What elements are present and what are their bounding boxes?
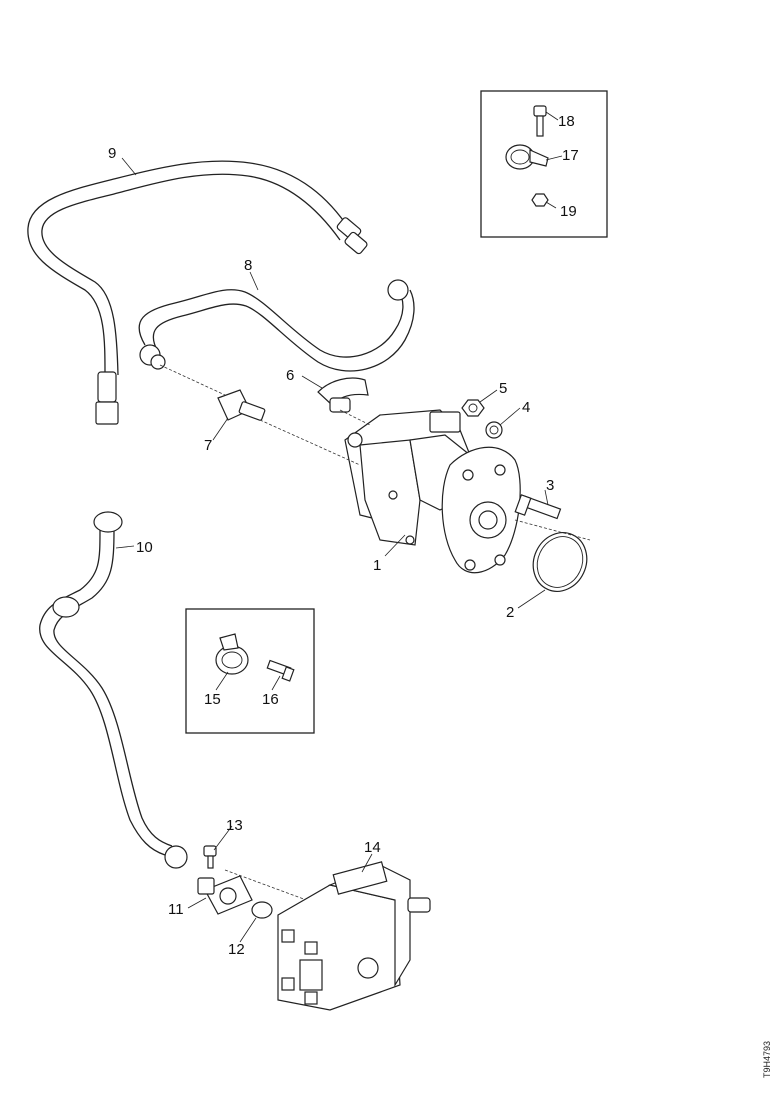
bolt-3 bbox=[514, 494, 562, 520]
callout-3: 3 bbox=[546, 477, 554, 494]
leader-13 bbox=[213, 825, 233, 851]
assembly-line bbox=[259, 419, 361, 466]
callout-1: 1 bbox=[373, 557, 381, 574]
leader-19 bbox=[545, 201, 557, 209]
callout-11: 11 bbox=[168, 901, 184, 918]
pump-body bbox=[344, 409, 521, 574]
hose-8 bbox=[138, 279, 415, 372]
fitting-4 bbox=[485, 421, 503, 439]
flange-11 bbox=[197, 875, 253, 915]
leader-8 bbox=[249, 271, 259, 291]
drawing-reference-code: T9H4793 bbox=[762, 1041, 772, 1078]
callout-16: 16 bbox=[262, 691, 279, 708]
leader-11 bbox=[187, 897, 207, 909]
leader-1 bbox=[384, 534, 406, 557]
leader-2 bbox=[517, 589, 546, 609]
hose-10 bbox=[39, 511, 188, 869]
callout-13: 13 bbox=[226, 817, 243, 834]
leader-18 bbox=[545, 111, 559, 121]
clamp-15 bbox=[215, 633, 249, 675]
inset-clamp-detail-lower bbox=[185, 608, 315, 734]
leader-9 bbox=[121, 157, 137, 176]
leader-14 bbox=[361, 853, 373, 873]
leader-7 bbox=[212, 417, 229, 441]
bolt-13 bbox=[203, 845, 217, 869]
pump-14 bbox=[277, 861, 431, 1011]
callout-4: 4 bbox=[522, 399, 530, 416]
clamp-17 bbox=[505, 144, 549, 170]
callout-10: 10 bbox=[136, 539, 153, 556]
callout-5: 5 bbox=[499, 380, 507, 397]
o-ring-2 bbox=[532, 532, 588, 592]
gasket-12 bbox=[251, 901, 273, 919]
callout-8: 8 bbox=[244, 257, 252, 274]
leader-16 bbox=[271, 675, 281, 691]
callout-15: 15 bbox=[204, 691, 221, 708]
callout-6: 6 bbox=[286, 367, 294, 384]
fitting-7 bbox=[217, 389, 266, 421]
leader-15 bbox=[215, 671, 229, 691]
callout-19: 19 bbox=[560, 203, 577, 220]
bolt-16 bbox=[266, 659, 295, 682]
callout-7: 7 bbox=[204, 437, 212, 454]
nut-5 bbox=[461, 399, 485, 417]
leader-6 bbox=[301, 375, 323, 389]
callout-17: 17 bbox=[562, 147, 579, 164]
leader-3 bbox=[544, 489, 549, 506]
nut-19 bbox=[531, 193, 549, 207]
inset-clamp-detail-upper bbox=[480, 90, 608, 238]
leader-5 bbox=[479, 389, 498, 403]
callout-18: 18 bbox=[558, 113, 575, 130]
callout-2: 2 bbox=[506, 604, 514, 621]
callout-12: 12 bbox=[228, 941, 245, 958]
assembly-line bbox=[339, 409, 371, 426]
leader-4 bbox=[499, 407, 521, 426]
hose-9-upper bbox=[27, 160, 368, 425]
assembly-line bbox=[514, 519, 591, 541]
leader-12 bbox=[239, 917, 257, 943]
callout-9: 9 bbox=[108, 145, 116, 162]
leader-10 bbox=[115, 545, 135, 549]
elbow-6 bbox=[317, 377, 369, 413]
bolt-18 bbox=[533, 105, 547, 137]
assembly-line bbox=[224, 869, 321, 906]
leader-17 bbox=[545, 155, 563, 161]
callout-14: 14 bbox=[364, 839, 381, 856]
assembly-line bbox=[159, 364, 226, 396]
